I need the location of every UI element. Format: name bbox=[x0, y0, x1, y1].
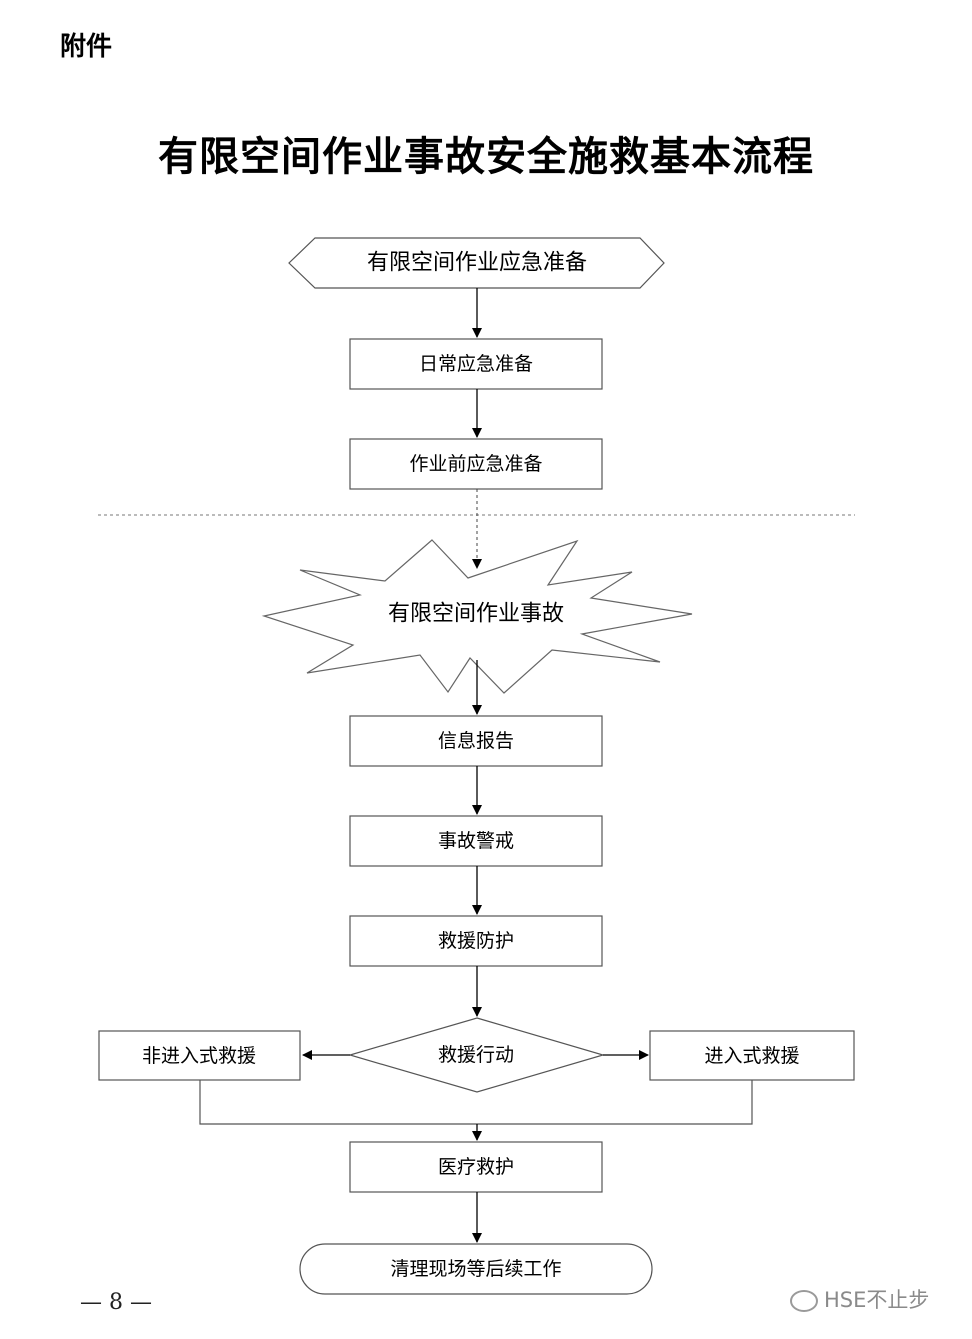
node-rescue-protection-label: 救援防护 bbox=[438, 930, 514, 952]
node-accident-alert-label: 事故警戒 bbox=[438, 830, 514, 852]
node-daily-prep-label: 日常应急准备 bbox=[419, 353, 533, 375]
page-number: — 8 — bbox=[80, 1290, 152, 1315]
node-rescue-protection: 救援防护 bbox=[349, 915, 603, 967]
node-emergency-prep: 有限空间作业应急准备 bbox=[288, 237, 665, 289]
watermark: HSE不止步 bbox=[790, 1284, 929, 1314]
node-info-report-label: 信息报告 bbox=[438, 730, 514, 752]
node-non-entry-rescue: 非进入式救援 bbox=[98, 1030, 301, 1081]
node-prework-prep: 作业前应急准备 bbox=[349, 438, 603, 490]
node-cleanup-label: 清理现场等后续工作 bbox=[390, 1258, 561, 1280]
wechat-icon bbox=[790, 1290, 818, 1312]
attachment-label: 附件 bbox=[60, 32, 113, 62]
node-entry-rescue-label: 进入式救援 bbox=[704, 1045, 799, 1067]
node-prework-prep-label: 作业前应急准备 bbox=[409, 453, 542, 475]
node-entry-rescue: 进入式救援 bbox=[649, 1030, 855, 1081]
node-non-entry-rescue-label: 非进入式救援 bbox=[142, 1045, 256, 1067]
page-title: 有限空间作业事故安全施救基本流程 bbox=[158, 134, 814, 180]
merge-connector bbox=[199, 1080, 753, 1125]
node-medical-aid: 医疗救护 bbox=[349, 1141, 603, 1193]
node-rescue-action: 救援行动 bbox=[347, 1017, 606, 1093]
node-medical-aid-label: 医疗救护 bbox=[438, 1156, 514, 1178]
node-daily-prep: 日常应急准备 bbox=[349, 338, 603, 390]
node-cleanup: 清理现场等后续工作 bbox=[299, 1243, 653, 1295]
node-info-report: 信息报告 bbox=[349, 715, 603, 767]
node-accident-label: 有限空间作业事故 bbox=[388, 602, 564, 627]
node-emergency-prep-label: 有限空间作业应急准备 bbox=[367, 251, 587, 276]
node-accident-alert: 事故警戒 bbox=[349, 815, 603, 867]
node-rescue-action-label: 救援行动 bbox=[438, 1044, 514, 1066]
watermark-text: HSE不止步 bbox=[824, 1288, 930, 1312]
node-accident-burst: 有限空间作业事故 bbox=[261, 539, 693, 694]
